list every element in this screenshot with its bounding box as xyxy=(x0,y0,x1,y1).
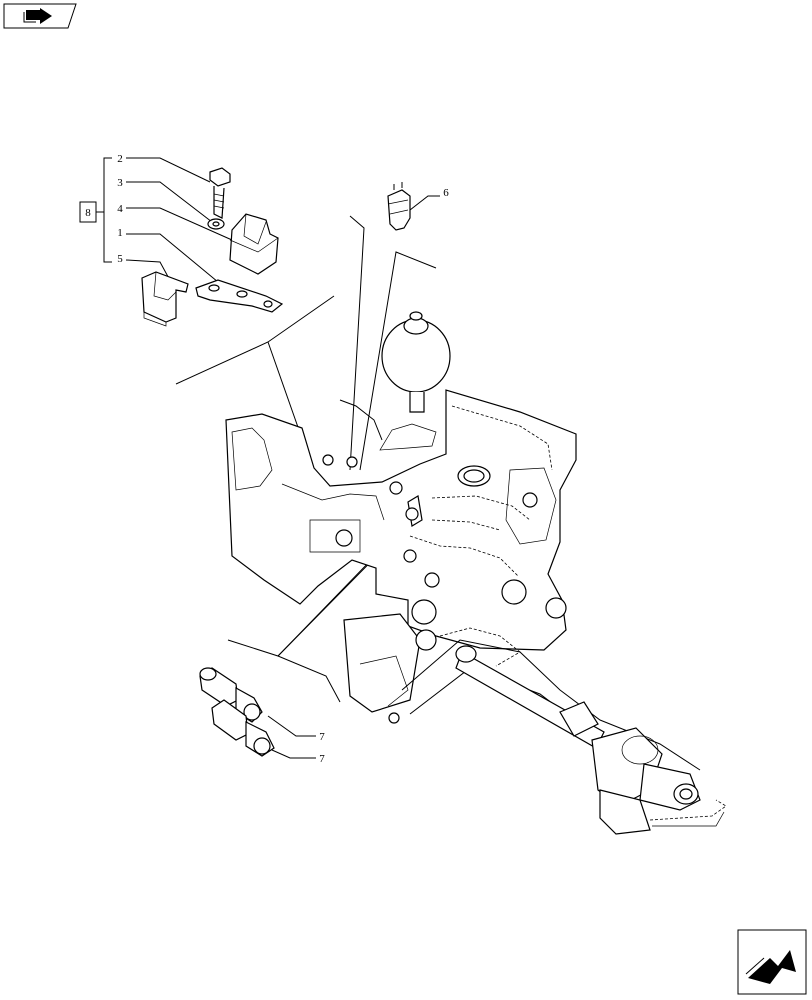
front-axle xyxy=(343,579,727,835)
callout-3: 3 xyxy=(117,177,123,189)
sensor-part-lower xyxy=(211,699,275,757)
callout-4: 4 xyxy=(117,203,123,215)
washer-part xyxy=(207,218,225,230)
kit-bracket: 8 2 3 4 1 5 xyxy=(79,153,233,285)
callout-5: 5 xyxy=(117,253,123,265)
next-page-arrow-icon[interactable] xyxy=(737,929,807,995)
pressure-switch-part: 6 xyxy=(387,182,449,231)
main-housing xyxy=(225,389,577,651)
callout-6: 6 xyxy=(443,187,449,199)
book-arrow-icon[interactable] xyxy=(3,3,77,29)
callout-8: 8 xyxy=(85,207,91,219)
callout-7-upper: 7 xyxy=(319,731,325,743)
flat-bracket-part xyxy=(195,279,284,313)
callout-7-lower: 7 xyxy=(319,753,325,765)
callout-1: 1 xyxy=(117,227,123,239)
clamp-block-part xyxy=(229,213,279,275)
bolt-part xyxy=(209,167,231,219)
l-bracket-part xyxy=(141,271,189,327)
callout-2: 2 xyxy=(117,153,123,165)
accumulator xyxy=(381,311,451,413)
